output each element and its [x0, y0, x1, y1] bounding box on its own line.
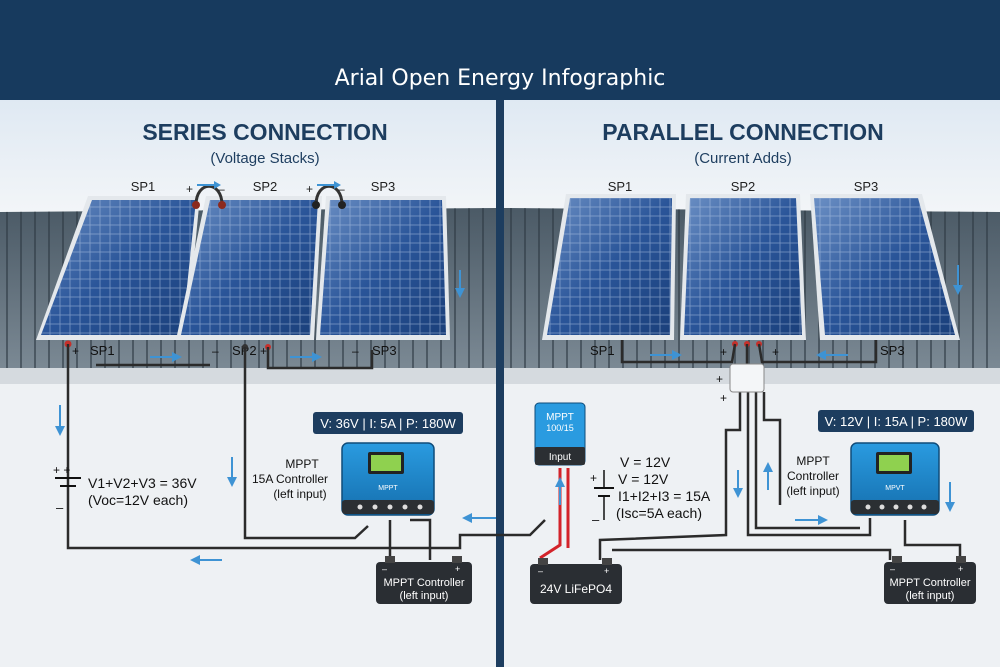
series-solar-panel-2 [176, 196, 322, 340]
parallel-flow-arrows [555, 265, 963, 525]
header-bar [0, 0, 1000, 100]
series-top-jumpers: + – + – [186, 181, 346, 209]
parallel-battery-right-label1: MPPT Controller [889, 577, 970, 589]
small-controller-line2: 100/15 [546, 423, 574, 433]
parallel-battery-right: – + MPPT Controller (left input) [884, 556, 976, 604]
parallel-battery-right-label2: (left input) [906, 590, 955, 602]
series-solar-panel-1 [36, 196, 200, 340]
series-panel-label-1: SP1 [131, 179, 156, 194]
parallel-combiner-box [729, 363, 765, 393]
series-battery-label2: (left input) [400, 590, 449, 602]
center-divider [496, 100, 504, 667]
svg-text:+: + [260, 344, 267, 358]
parallel-mppt-controller: MPVT [850, 442, 940, 516]
series-panel-label-3: SP3 [371, 179, 396, 194]
parallel-controller-face: MPVT [885, 485, 905, 492]
parallel-spec-box [818, 410, 974, 432]
series-panel-label-2: SP2 [253, 179, 278, 194]
svg-text:+: + [186, 182, 193, 196]
svg-text:–: – [338, 182, 345, 196]
parallel-battery-symbol: + – [590, 470, 614, 527]
series-subheading: (Voltage Stacks) [210, 150, 319, 167]
series-heading: SERIES CONNECTION [142, 119, 387, 145]
parallel-subheading: (Current Adds) [694, 150, 792, 167]
parallel-heading: PARALLEL CONNECTION [602, 119, 884, 145]
series-battery: – + MPPT Controller (left input) [376, 556, 472, 604]
parallel-panel-label-1: SP1 [608, 179, 633, 194]
series-battery-label1: MPPT Controller [383, 577, 464, 589]
parallel-lower-label-3: SP3 [880, 343, 905, 358]
parallel-small-controller: MPPT 100/15 Input [534, 402, 586, 466]
header-title: Arial Open Energy Infographic [335, 66, 666, 91]
parallel-panel-label-3: SP3 [854, 179, 879, 194]
svg-text:–: – [538, 566, 543, 576]
svg-text:+: + [590, 471, 597, 485]
parallel-spec-text: V: 12V | I: 15A | P: 180W [825, 414, 969, 429]
series-mppt-controller: MPPT [341, 442, 435, 516]
parallel-formula-v1: V = 12V [620, 454, 671, 470]
parallel-solar-panel-3 [810, 194, 960, 340]
svg-text:+ +: + + [53, 463, 70, 477]
series-formula: V1+V2+V3 = 36V [88, 475, 197, 491]
parallel-battery-left-label: 24V LiFePO4 [540, 582, 612, 596]
parallel-lower-label-1: SP1 [590, 343, 615, 358]
series-controller-face: MPPT [378, 485, 398, 492]
svg-text:–: – [56, 500, 64, 515]
parallel-panel-label-2: SP2 [731, 179, 756, 194]
series-solar-panel-3 [316, 196, 450, 340]
svg-text:–: – [382, 564, 387, 574]
svg-text:+: + [720, 391, 727, 405]
parallel-formula-v2: V = 12V [618, 471, 669, 487]
small-controller-line1: MPPT [546, 412, 574, 423]
svg-text:+: + [720, 345, 727, 359]
svg-text:–: – [212, 344, 219, 358]
svg-text:+: + [72, 344, 79, 358]
parallel-controller-title: MPPT [796, 454, 830, 468]
svg-text:–: – [352, 344, 359, 358]
svg-text:–: – [218, 182, 225, 196]
svg-text:+: + [716, 372, 723, 386]
series-spec-box [313, 412, 463, 434]
series-controller-title: MPPT [285, 457, 319, 471]
parallel-formula-i: I1+I2+I3 = 15A [618, 488, 711, 504]
series-controller-sub1: 15A Controller [252, 472, 328, 486]
series-spec-text: V: 36V | I: 5A | P: 180W [320, 416, 456, 431]
series-lower-label-3: SP3 [372, 343, 397, 358]
series-lower-label-1: SP1 [90, 343, 115, 358]
series-flow-arrows [55, 270, 496, 565]
svg-text:–: – [890, 564, 895, 574]
svg-text:+: + [604, 566, 609, 576]
svg-text:+: + [306, 182, 313, 196]
series-wiring [66, 344, 500, 560]
parallel-battery-left: – + 24V LiFePO4 [530, 558, 622, 604]
series-formula-note: (Voc=12V each) [88, 492, 188, 508]
series-battery-symbol: + + – [53, 463, 81, 515]
parallel-solar-panel-1 [542, 194, 676, 340]
parallel-formula-note: (Isc=5A each) [616, 505, 702, 521]
parallel-controller-sub2: (left input) [786, 484, 839, 498]
parallel-solar-panel-2 [680, 194, 806, 340]
svg-text:+: + [455, 564, 460, 574]
series-controller-sub2: (left input) [273, 487, 326, 501]
svg-text:+: + [958, 564, 963, 574]
parallel-wiring [500, 340, 962, 560]
parallel-controller-sub1: Controller [787, 469, 839, 483]
svg-text:–: – [592, 512, 600, 527]
small-controller-input: Input [549, 452, 571, 463]
svg-text:+: + [772, 345, 779, 359]
